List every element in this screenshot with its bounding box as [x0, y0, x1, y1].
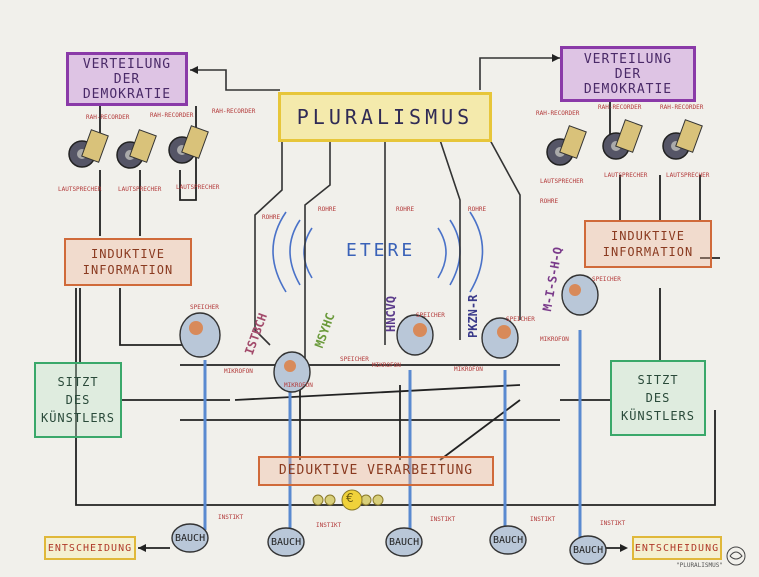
instinct-label: INSTIKT [218, 514, 244, 521]
instinct-label: INSTIKT [430, 516, 456, 523]
euro-coin-icon: € [346, 491, 354, 505]
tube-label: ROHRE [540, 198, 559, 205]
gut-label: BAUCH [271, 537, 302, 548]
ether-text: ETERE [346, 240, 416, 261]
deduction-box: DEDUKTIVE VERARBEITUNG [258, 456, 494, 486]
tube-label: ROHRE [396, 206, 415, 213]
speaker-icon [546, 125, 587, 166]
induction-text-1: INDUKTIVE [90, 247, 166, 261]
induction-text-2: INFORMATION [602, 245, 694, 259]
induction-box-right: INDUKTIVE INFORMATION [584, 220, 712, 268]
seat-text-3: KÜNSTLERS [620, 409, 696, 423]
gut-icon [171, 523, 209, 553]
speaker-icon [168, 125, 209, 164]
seat-text-1: SITZT [57, 375, 99, 389]
recorder-label: RAH-RECORDER [660, 104, 704, 111]
speaker-label: LAUTSPRECHER [666, 172, 710, 179]
storage-label: SPEICHER [190, 304, 219, 311]
gut-icon [267, 527, 305, 557]
artist-seat-box-right: SITZT DES KÜNSTLERS [610, 360, 706, 436]
speaker-icon [116, 129, 157, 169]
storage-label: SPEICHER [592, 276, 621, 283]
recorder-label: RAH-RECORDER [86, 114, 130, 121]
distribution-text-2: DER [614, 66, 642, 82]
gut-icon [569, 535, 607, 565]
pluralism-title: PLURALISMUS [296, 105, 474, 129]
speaker-icon [602, 119, 643, 160]
speaker-label: LAUTSPRECHER [118, 186, 162, 193]
storage-label: SPEICHER [416, 312, 445, 319]
decision-text: ENTSCHEIDUNG [634, 542, 720, 554]
speaker-icon [662, 119, 703, 160]
storage-label: SPEICHER [506, 316, 535, 323]
microphone-label: MIKROFON [540, 336, 569, 343]
microphone-label: MIKROFON [454, 366, 483, 373]
microphone-label: MIKROFON [372, 362, 401, 369]
seat-text-3: KÜNSTLERS [40, 411, 116, 425]
gut-icon [489, 525, 527, 555]
microphone-label: MIKROFON [224, 368, 253, 375]
gut-icon [385, 527, 423, 557]
head-icon [179, 312, 221, 358]
instinct-label: INSTIKT [600, 520, 626, 527]
instinct-label: INSTIKT [316, 522, 342, 529]
recorder-label: RAH-RECORDER [536, 110, 580, 117]
seat-text-2: DES [65, 393, 91, 407]
microphone-label: MIKROFON [284, 382, 313, 389]
decision-box-left: ENTSCHEIDUNG [44, 536, 136, 560]
pluralism-box: PLURALISMUS [278, 92, 492, 142]
artist-seat-box-left: SITZT DES KÜNSTLERS [34, 362, 122, 438]
recorder-label: RAH-RECORDER [598, 104, 642, 111]
signature-text: "PLURALISMUS" [676, 562, 723, 569]
speaker-label: LAUTSPRECHER [176, 184, 220, 191]
decision-text: ENTSCHEIDUNG [47, 542, 133, 554]
gut-label: BAUCH [389, 537, 420, 548]
speaker-icon [68, 129, 109, 168]
induction-text-1: INDUKTIVE [610, 229, 686, 243]
instinct-label: INSTIKT [530, 516, 556, 523]
gut-label: BAUCH [573, 545, 604, 556]
distribution-text-3: DEMOKRATIE [583, 81, 673, 97]
speaker-label: LAUTSPRECHER [540, 178, 584, 185]
induction-box-left: INDUKTIVE INFORMATION [64, 238, 192, 286]
decision-box-right: ENTSCHEIDUNG [632, 536, 722, 560]
recorder-label: RAH-RECORDER [150, 112, 194, 119]
distribution-text-3: DEMOKRATIE [82, 86, 172, 102]
deduction-text: DEDUKTIVE VERARBEITUNG [278, 463, 474, 478]
distribution-text-2: DER [113, 71, 141, 87]
speaker-label: LAUTSPRECHER [604, 172, 648, 179]
seat-text-2: DES [645, 391, 671, 405]
distribution-text-1: VERTEILUNG [583, 51, 673, 67]
induction-text-2: INFORMATION [82, 263, 174, 277]
gut-label: BAUCH [493, 535, 524, 546]
tube-label: ROHRE [318, 206, 337, 213]
tube-label: ROHRE [468, 206, 487, 213]
head-icon [273, 351, 311, 393]
distribution-text-1: VERTEILUNG [82, 56, 172, 72]
tube-label: ROHRE [262, 214, 281, 221]
seat-text-1: SITZT [637, 373, 679, 387]
distribution-box-right: VERTEILUNG DER DEMOKRATIE [560, 46, 696, 102]
head-icon [561, 274, 599, 316]
distribution-box-left: VERTEILUNG DER DEMOKRATIE [66, 52, 188, 106]
gut-label: BAUCH [175, 533, 206, 544]
recorder-label: RAH-RECORDER [212, 108, 256, 115]
storage-label: SPEICHER [340, 356, 369, 363]
speaker-label: LAUTSPRECHER [58, 186, 102, 193]
